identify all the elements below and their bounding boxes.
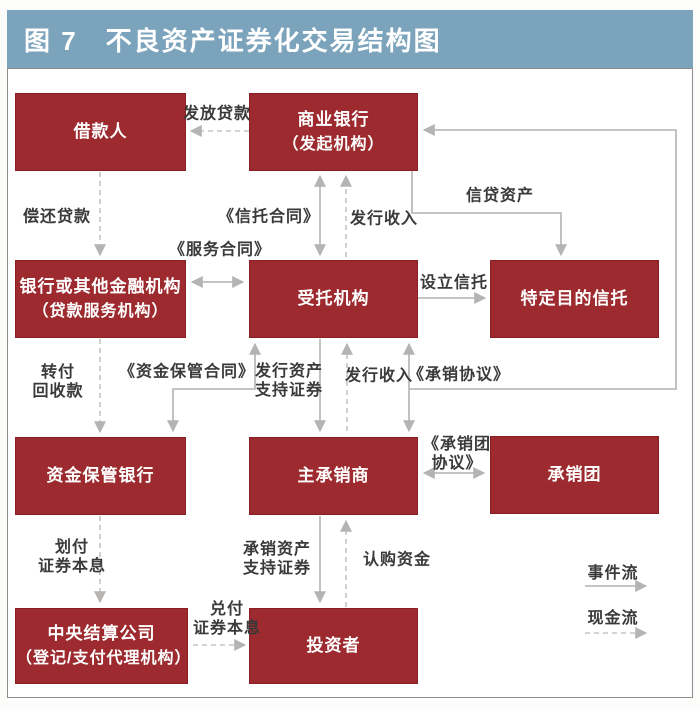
label-transfer-recovered: 转付 回收款 (32, 363, 84, 400)
node-spt-label: 特定目的信托 (520, 288, 629, 308)
node-investor: 投资者 (249, 608, 418, 684)
node-borrower: 借款人 (15, 93, 186, 171)
label-trust-contract: 《信托合同》 (217, 208, 321, 226)
node-borrower-label: 借款人 (73, 121, 128, 141)
node-trustee: 受托机构 (249, 260, 418, 338)
node-commercial-bank-label: 商业银行 (297, 110, 370, 130)
label-issuance-income-mid: 发行收入 (344, 367, 414, 385)
node-syndicate: 承销团 (490, 436, 659, 514)
node-central-clearing: 中央结算公司 （登记/支付代理机构） (15, 608, 192, 684)
node-custodian-bank-label: 资金保管银行 (46, 465, 155, 485)
label-syndicate-agreement: 《承销团 协议》 (422, 435, 492, 472)
node-commercial-bank-sublabel: （发起机构） (282, 135, 385, 153)
figure-title: 图 7 不良资产证券化交易结构图 (24, 25, 442, 56)
node-lead-underwriter-label: 主承销商 (297, 465, 370, 485)
label-service-contract: 《服务合同》 (168, 241, 272, 259)
node-central-clearing-label: 中央结算公司 (47, 624, 156, 644)
node-loan-servicer: 银行或其他金融机构 （贷款服务机构） (15, 260, 186, 338)
node-loan-servicer-label: 银行或其他金融机构 (19, 277, 182, 297)
node-spt: 特定目的信托 (490, 260, 659, 338)
label-underwrite-abs: 承销资产 支持证券 (242, 540, 312, 577)
label-establish-trust: 设立信托 (419, 274, 489, 292)
node-trustee-label: 受托机构 (297, 288, 370, 308)
node-custodian-bank: 资金保管银行 (15, 437, 186, 515)
label-underwriting-agreement: 《承销协议》 (407, 366, 511, 384)
node-lead-underwriter: 主承销商 (249, 437, 418, 515)
node-commercial-bank: 商业银行 （发起机构） (249, 93, 418, 171)
label-transfer-principal: 划付 证券本息 (37, 538, 107, 575)
node-loan-servicer-sublabel: （贷款服务机构） (32, 302, 169, 320)
node-central-clearing-sublabel: （登记/支付代理机构） (16, 649, 192, 667)
label-issue-abs: 发行资产 支持证券 (254, 362, 324, 399)
figure-title-bar: 图 7 不良资产证券化交易结构图 (7, 10, 693, 68)
legend-cash-flow-label: 现金流 (587, 610, 639, 627)
label-issuance-income-top: 发行收入 (349, 210, 419, 228)
node-syndicate-label: 承销团 (547, 464, 602, 484)
label-redeem-principal: 兑付 证券本息 (192, 600, 262, 637)
legend-event-flow-label: 事件流 (587, 565, 639, 582)
label-repay-loan: 偿还贷款 (22, 208, 92, 226)
label-custody-contract: 《资金保管合同》 (118, 363, 256, 381)
node-investor-label: 投资者 (306, 635, 361, 655)
label-grant-loan: 发放贷款 (182, 105, 252, 123)
label-subscription-funds: 认购资金 (362, 551, 432, 569)
label-credit-assets: 信贷资产 (465, 187, 535, 205)
